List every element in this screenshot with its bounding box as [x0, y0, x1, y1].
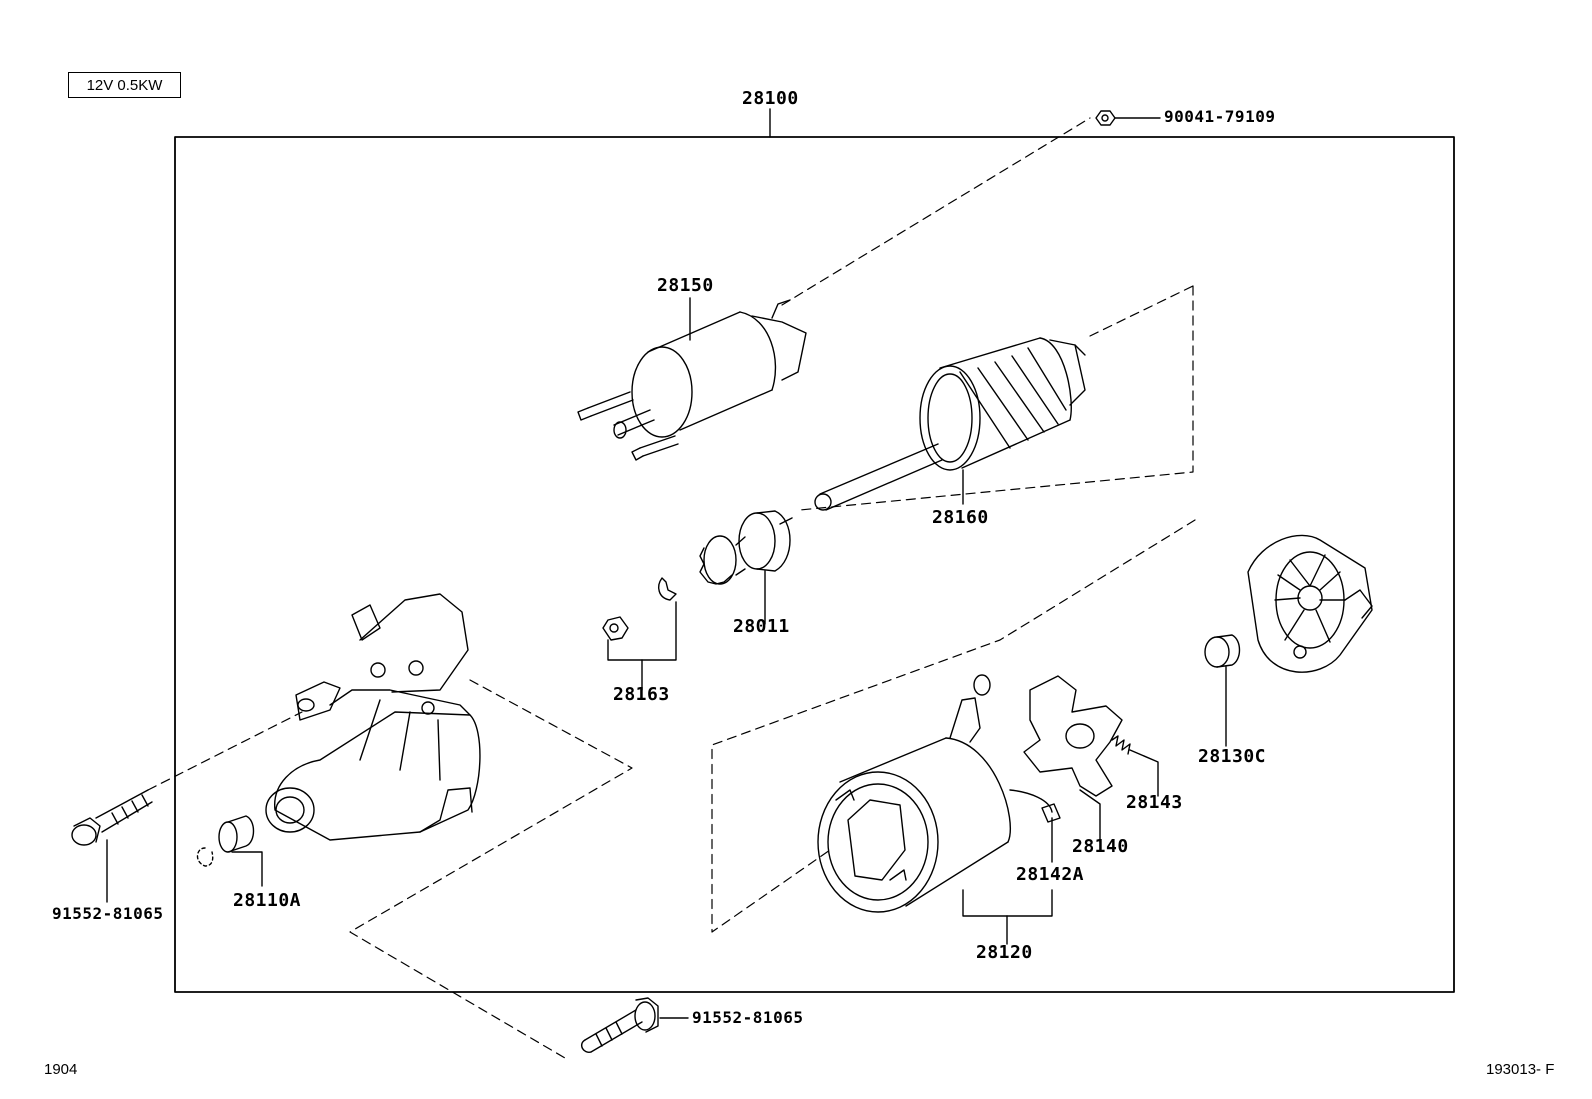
label-28011: 28011	[733, 616, 790, 637]
label-91552-81065-bottom: 91552-81065	[692, 1008, 804, 1027]
dashed-guides	[148, 118, 1195, 1058]
spec-label: 12V 0.5KW	[68, 72, 181, 98]
label-28100: 28100	[742, 88, 799, 109]
label-28150: 28150	[657, 275, 714, 296]
label-91552-81065-left: 91552-81065	[52, 904, 164, 923]
drive-housing-icon	[266, 594, 480, 840]
label-28120: 28120	[976, 942, 1033, 963]
leader-28143	[1130, 750, 1158, 796]
armature-28160-icon	[815, 338, 1085, 510]
label-28140: 28140	[1072, 836, 1129, 857]
footer-left-code: 1904	[44, 1061, 78, 1078]
leader-28140	[1080, 790, 1100, 842]
label-28160: 28160	[932, 507, 989, 528]
pinion-28011-icon	[700, 511, 792, 584]
solenoid-28150-icon	[578, 300, 806, 460]
assembly-frame	[175, 137, 1454, 992]
yoke-28120-icon	[818, 675, 1060, 912]
bearing-28110a-icon	[197, 816, 253, 866]
clips-28163-icon	[603, 578, 676, 690]
spring-28143-icon	[1112, 736, 1130, 754]
footer-right-code: 193013- F	[1486, 1061, 1555, 1078]
label-28163: 28163	[613, 684, 670, 705]
end-frame-icon	[1248, 535, 1372, 672]
nut-90041-icon	[1096, 111, 1160, 125]
label-90041-79109: 90041-79109	[1164, 107, 1276, 126]
brush-holder-28140-icon	[1024, 676, 1122, 796]
label-28130c: 28130C	[1198, 746, 1267, 767]
label-28142a: 28142A	[1016, 864, 1085, 885]
label-28143: 28143	[1126, 792, 1183, 813]
bushing-28130c-icon	[1205, 635, 1240, 667]
leader-28110a	[232, 852, 262, 886]
bolt-bottom-icon	[582, 998, 688, 1052]
leader-28120	[963, 890, 1052, 916]
bolt-left-icon	[72, 790, 152, 845]
label-28110a: 28110A	[233, 890, 302, 911]
